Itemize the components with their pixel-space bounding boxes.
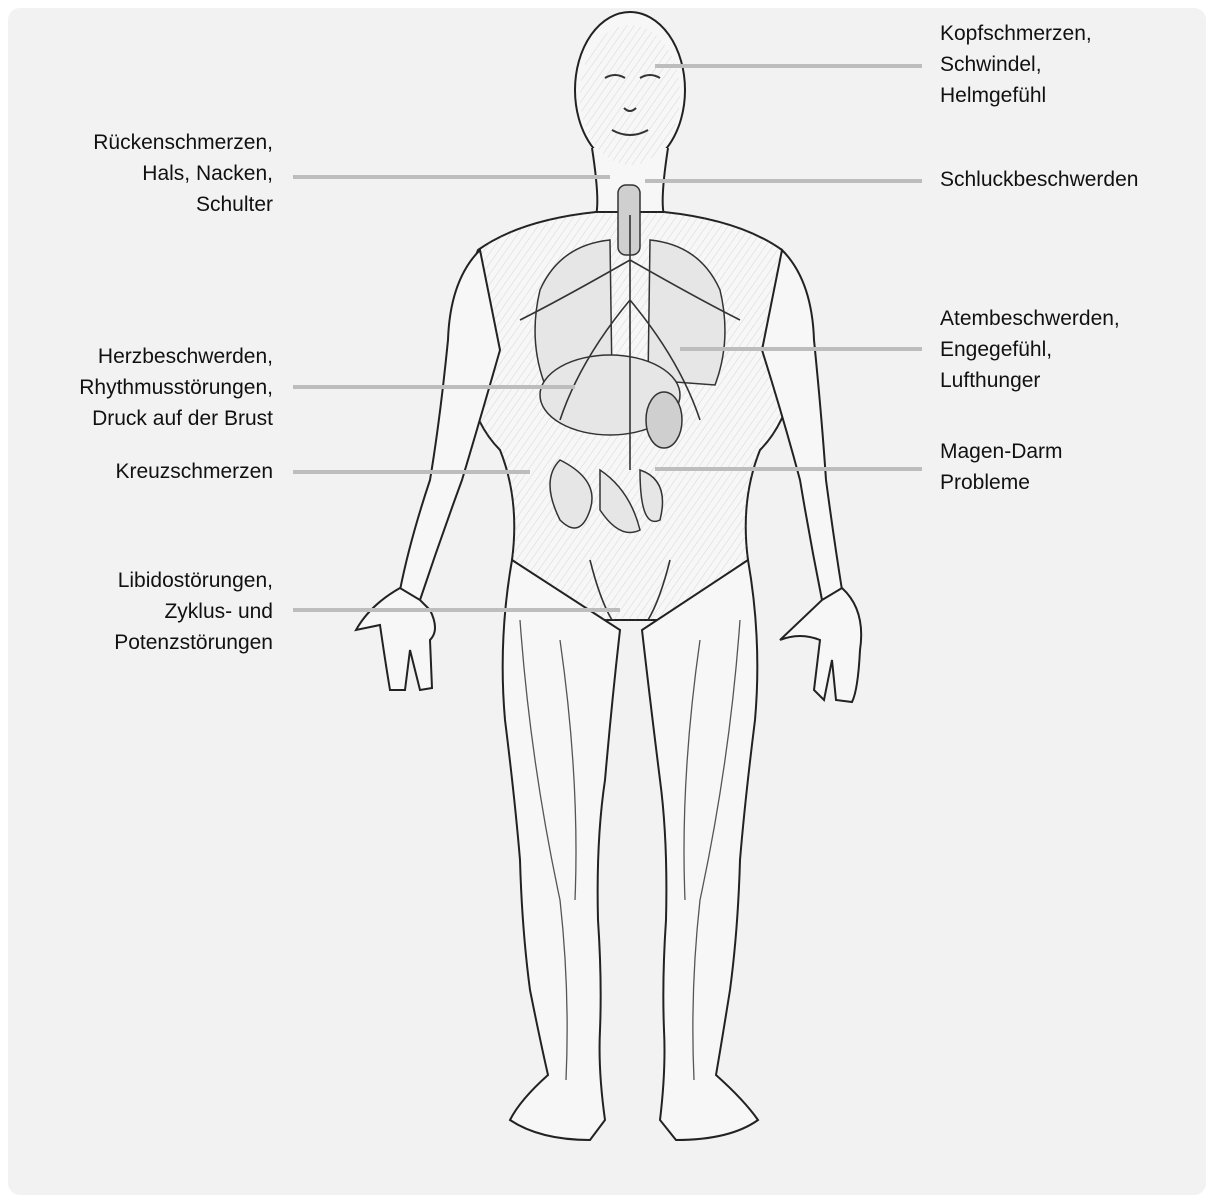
label-stomach: Magen-Darm Probleme: [940, 436, 1063, 498]
leader-line-heart: [293, 385, 575, 389]
label-cross-pain: Kreuzschmerzen: [115, 456, 273, 487]
leader-line-back: [293, 175, 610, 179]
leader-line-breath: [680, 347, 922, 351]
label-libido: Libidostörungen, Zyklus- und Potenzstöru…: [114, 565, 273, 658]
leader-line-swallow: [645, 179, 922, 183]
leader-line-libido: [293, 608, 620, 612]
legs-outline: [503, 560, 758, 1140]
label-head: Kopfschmerzen, Schwindel, Helmgefühl: [940, 18, 1092, 111]
leader-line-stomach: [655, 467, 922, 471]
label-breath: Atembeschwerden, Engegefühl, Lufthunger: [940, 303, 1120, 396]
label-back-pain: Rückenschmerzen, Hals, Nacken, Schulter: [93, 127, 273, 220]
label-swallow: Schluckbeschwerden: [940, 164, 1138, 195]
right-arm-outline: [762, 250, 861, 702]
leader-line-head: [655, 64, 922, 68]
label-heart: Herzbeschwerden, Rhythmusstörungen, Druc…: [79, 341, 273, 434]
leader-line-cross: [293, 470, 530, 474]
